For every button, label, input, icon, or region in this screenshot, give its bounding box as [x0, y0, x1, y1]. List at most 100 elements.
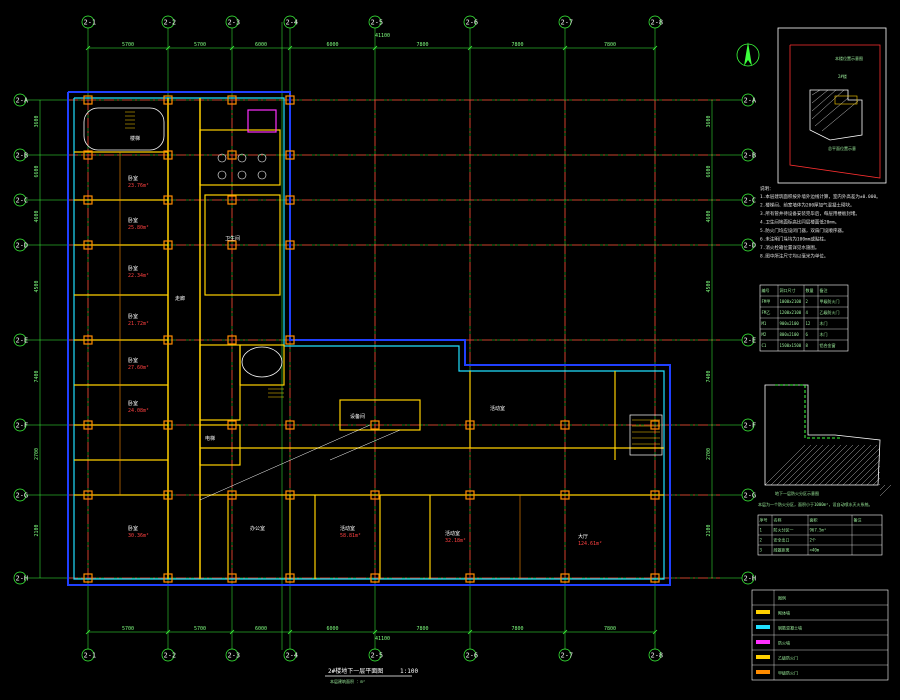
room-name: 卧室	[128, 357, 138, 364]
hatch-line	[764, 444, 806, 486]
grid-bubble-label: 2-5	[371, 652, 384, 660]
grid-bubble	[741, 333, 755, 347]
hatch-line	[860, 465, 881, 486]
legend-label: 钢筋混凝土墙	[778, 625, 802, 631]
column	[285, 573, 295, 583]
grid-bubble-label: 2-6	[466, 19, 479, 27]
stair-core-middle	[241, 346, 284, 398]
grid-bubble-label: 2-3	[228, 19, 241, 27]
dimension-tick	[229, 45, 235, 51]
grid-bubble	[558, 15, 572, 29]
dimension-label: 7800	[512, 42, 524, 48]
grid-bubble-label: 2-4	[286, 19, 299, 27]
column	[83, 420, 93, 430]
grid-bubble-label: 2-G	[744, 492, 757, 500]
legend-swatch	[756, 625, 770, 629]
column	[83, 95, 93, 105]
dimension-tick	[652, 629, 658, 635]
note-line: 2.楼梯间、前室墙体为200厚加气混凝土砌块。	[760, 202, 855, 209]
table-cell: C1	[762, 343, 767, 348]
column	[465, 490, 475, 500]
hatch-line	[806, 444, 848, 486]
column	[560, 490, 570, 500]
grid-bubble-label: 2-5	[371, 19, 384, 27]
table-cell: FM甲	[762, 299, 771, 304]
grid-bubble-label: 2-7	[561, 652, 574, 660]
toilet-fixtures	[217, 153, 267, 180]
north-arrow	[736, 42, 760, 67]
dimension-label: 5700	[122, 626, 134, 632]
column	[465, 573, 475, 583]
column	[285, 95, 295, 105]
grid-bubble-label: 2-6	[466, 652, 479, 660]
table-cell: 防火分区一	[774, 527, 794, 533]
dimension-label: 3600	[34, 115, 40, 127]
dimension-label: 6000	[327, 42, 339, 48]
dimension-label: 7800	[604, 42, 616, 48]
hatch-line	[848, 453, 881, 486]
hatch-line	[770, 444, 812, 486]
column	[83, 490, 93, 500]
table-cell: 1	[760, 528, 763, 533]
column	[227, 335, 237, 345]
table-header: 面积	[810, 517, 818, 523]
table-cell: 6	[806, 332, 809, 337]
room-area: 124.61m²	[578, 541, 602, 547]
drawing-title-block: 2#楼地下一层平面图 1:100 本层建筑面积 ：m²	[325, 667, 418, 684]
table-cell: M1	[762, 321, 767, 326]
dimension-label: 7400	[706, 370, 712, 382]
legend-swatch	[756, 670, 770, 674]
key-plan-label-top: 本楼位置示意图	[835, 55, 863, 61]
grid-bubble	[741, 488, 755, 502]
grid-bubble	[161, 648, 175, 662]
dimension-label: 7800	[417, 42, 429, 48]
table-cell: 900x2100	[780, 321, 800, 326]
column	[650, 420, 660, 430]
table-cell: 乙级防火门	[820, 309, 840, 315]
column	[227, 240, 237, 250]
dimension-label: 6600	[34, 165, 40, 177]
dimension-tick	[562, 629, 568, 635]
hatch-line	[776, 444, 818, 486]
table-cell: 甲级防火门	[820, 298, 840, 304]
room-area: 27.60m²	[128, 365, 149, 371]
column	[227, 95, 237, 105]
hatch-line	[824, 444, 866, 486]
room-area: 58.81m²	[340, 533, 361, 539]
room-name: 卧室	[128, 217, 138, 224]
column	[227, 490, 237, 500]
table-header: 洞口尺寸	[780, 287, 796, 293]
dimension-label: 4500	[34, 280, 40, 292]
table-header: 备注	[854, 517, 862, 523]
room-name: 卧室	[128, 313, 138, 320]
grid-bubble-label: 2-F	[16, 422, 29, 430]
drawing-title: 2#楼地下一层平面图	[328, 667, 383, 675]
grid-bubble	[81, 15, 95, 29]
table-cell: 800x2100	[780, 332, 800, 337]
hatch-line	[879, 484, 892, 497]
grid-bubble-label: 2-H	[744, 575, 757, 583]
grid-bubble-label: 2-B	[16, 152, 29, 160]
grid-bubble	[225, 648, 239, 662]
dimension-tick	[85, 45, 91, 51]
note-line: 7.消火栓箱位置详见水施图。	[760, 244, 819, 251]
column	[285, 420, 295, 430]
dimension-label: 6000	[255, 42, 267, 48]
structural-columns	[83, 95, 660, 583]
north-arrow-icon	[744, 42, 752, 66]
column	[227, 573, 237, 583]
hatch-line	[800, 444, 842, 486]
table-header: 备注	[820, 287, 828, 293]
grid-bubble-label: 2-E	[16, 337, 29, 345]
room-name: 卫生间	[225, 235, 240, 242]
door-schedule-table: 编号FM甲FM乙M1M2C1洞口尺寸1000x21001200x2100900x…	[759, 284, 849, 352]
room-name: 楼梯	[130, 135, 140, 142]
table-cell: 2	[806, 299, 809, 304]
dimension-label: 6000	[255, 626, 267, 632]
top-total-dimension: 41100	[375, 33, 390, 39]
dimension-tick	[372, 629, 378, 635]
column	[650, 573, 660, 583]
